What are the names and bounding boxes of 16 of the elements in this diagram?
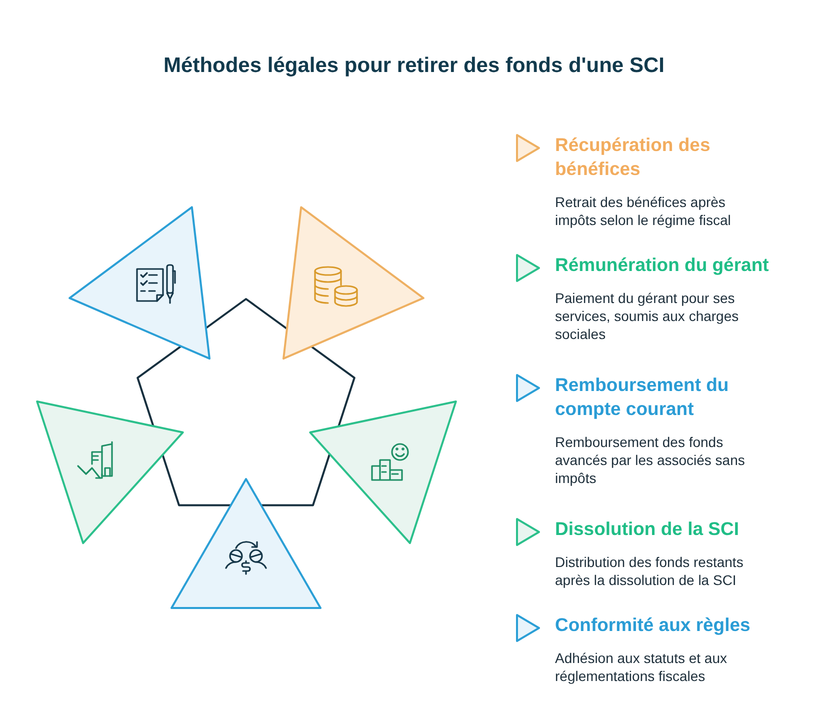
item-description: Retrait des bénéfices après impôts selon le régime fiscal bbox=[555, 193, 732, 229]
triangle-shape bbox=[36, 400, 184, 544]
item-description: Paiement du gérant pour ses services, soumis aux charges sociales bbox=[555, 289, 740, 343]
triangle-shape bbox=[68, 206, 210, 360]
item-heading: Conformité aux règles bbox=[555, 613, 752, 637]
triangle-shape bbox=[170, 478, 322, 609]
item-heading: Dissolution de la SCI bbox=[555, 517, 740, 541]
item-heading: Rémunération du gérant bbox=[555, 253, 770, 277]
triangle-shape bbox=[309, 400, 457, 544]
item-description: Adhésion aux statuts et aux réglementations fiscales bbox=[555, 649, 728, 685]
diagram-title: Méthodes légales pour retirer des fonds d'une SCI bbox=[162, 54, 666, 78]
item-description: Distribution des fonds restants après la dissolution de la SCI bbox=[555, 553, 744, 589]
item-heading: Remboursement du compte courant bbox=[555, 373, 730, 421]
item-description: Remboursement des fonds avancés par les associés sans impôts bbox=[555, 433, 746, 487]
triangle-shape bbox=[282, 206, 424, 360]
item-heading: Récupération des bénéfices bbox=[555, 133, 712, 181]
